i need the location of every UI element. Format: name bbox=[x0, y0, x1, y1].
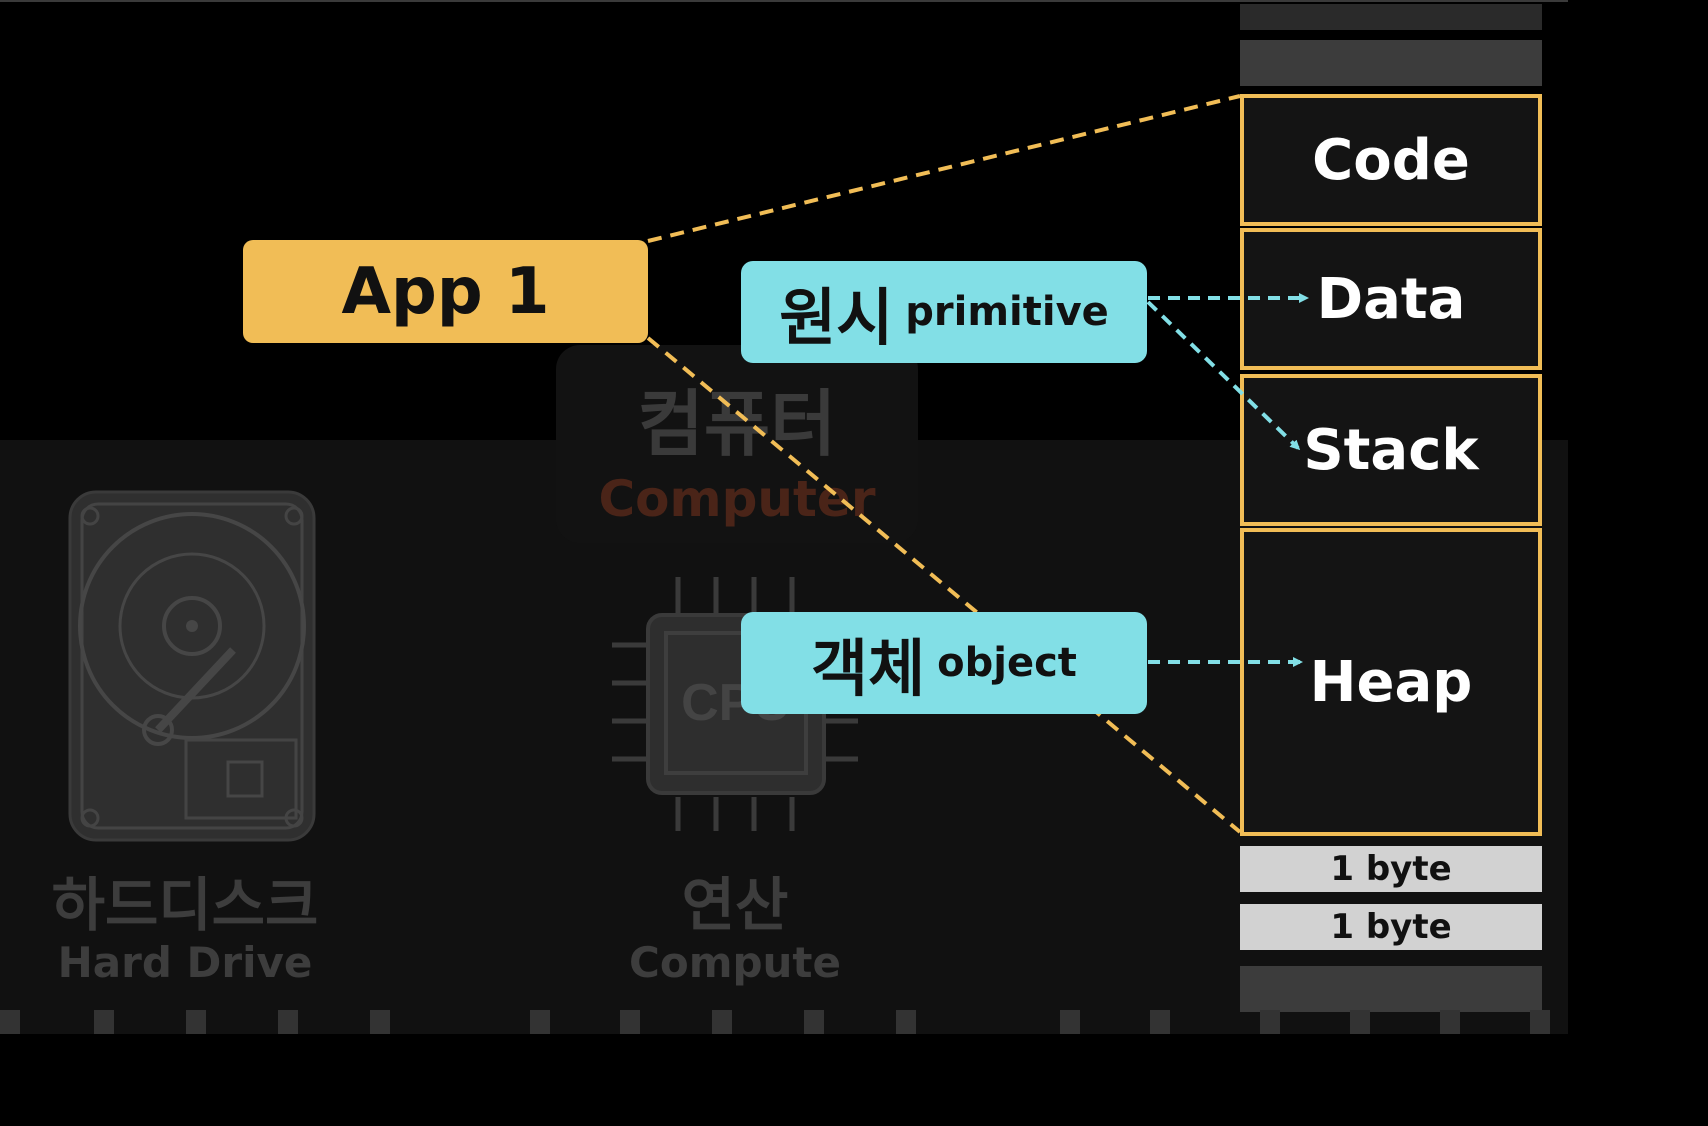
primitive-box: 원시 primitive bbox=[741, 261, 1147, 363]
memory-column bbox=[1240, 0, 1542, 1034]
hard-drive-icon bbox=[68, 490, 316, 842]
memory-segment-heap: Heap bbox=[1240, 528, 1542, 836]
byte-cell: 1 byte bbox=[1240, 904, 1542, 950]
hard-drive-korean-label: 하드디스크 bbox=[51, 871, 319, 939]
memory-cell-lower bbox=[1240, 966, 1542, 1012]
app-box: App 1 bbox=[243, 240, 648, 343]
connector-overlay bbox=[646, 94, 1309, 834]
primitive-english-label: primitive bbox=[905, 289, 1109, 335]
compute-korean-label: 연산 bbox=[681, 871, 789, 939]
bottom-dash-strip bbox=[0, 1010, 1550, 1034]
primitive-to-stack-arrow bbox=[1146, 300, 1301, 451]
compute-english-label: Compute bbox=[629, 938, 841, 987]
computer-card bbox=[556, 345, 918, 543]
primitive-korean-label: 원시 bbox=[779, 281, 894, 354]
object-box: 객체 object bbox=[741, 612, 1147, 714]
hard-drive-english-label: Hard Drive bbox=[57, 938, 313, 987]
memory-cell-upper bbox=[1240, 40, 1542, 86]
computer-english-label: Computer bbox=[598, 470, 876, 528]
top-border bbox=[0, 0, 1568, 2]
object-english-label: object bbox=[937, 640, 1077, 686]
memory-segment-code: Code bbox=[1240, 94, 1542, 226]
computer-korean-label: 컴퓨터 bbox=[637, 382, 837, 466]
byte-cell: 1 byte bbox=[1240, 846, 1542, 892]
app-to-memory-top-line bbox=[647, 94, 1241, 243]
app-to-memory-bottom-line bbox=[646, 336, 1242, 834]
object-korean-label: 객체 bbox=[811, 632, 926, 705]
memory-cell-top bbox=[1240, 4, 1542, 30]
